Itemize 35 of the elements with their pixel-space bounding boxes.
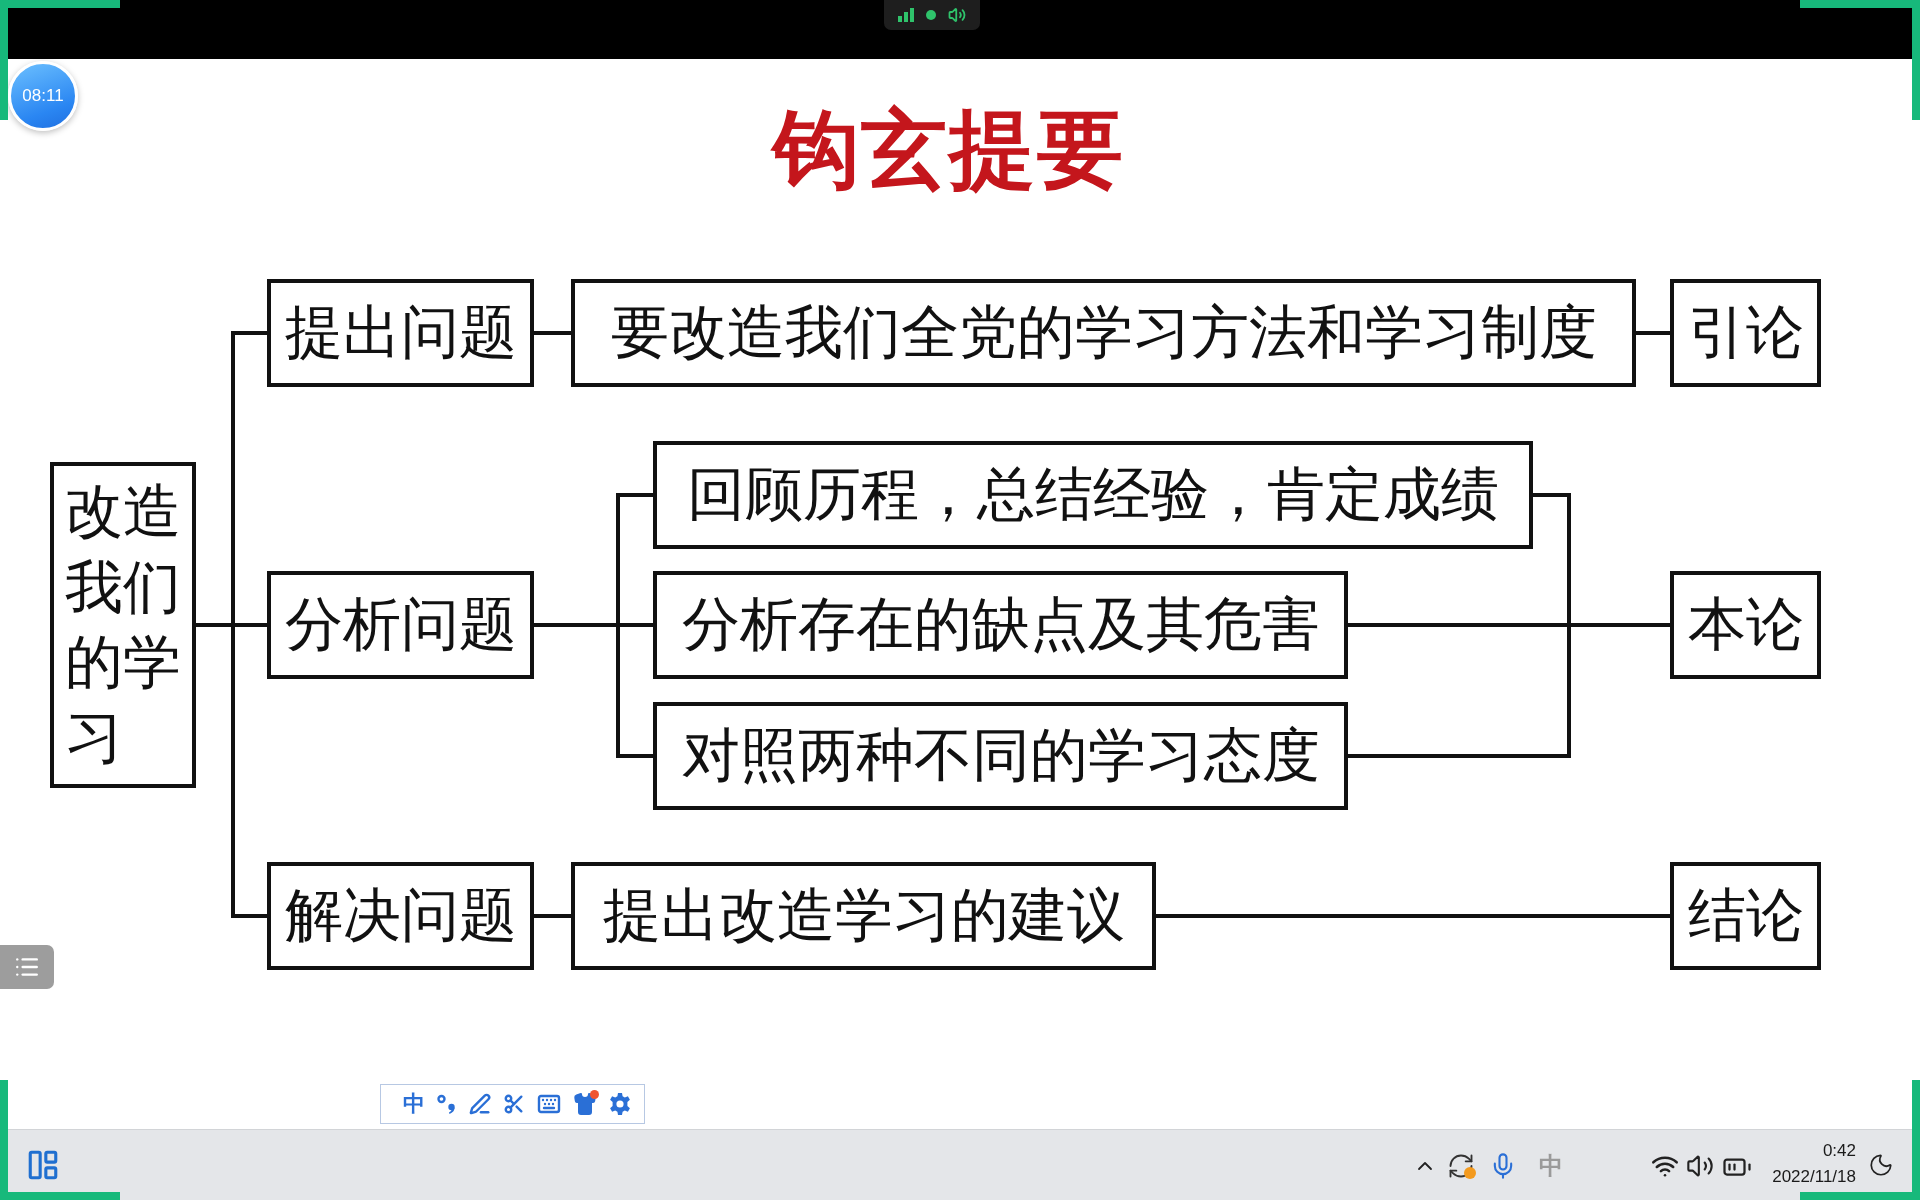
concept-label: 提出问题 <box>284 299 517 368</box>
concept-frame <box>571 279 1636 387</box>
concept-frame <box>267 279 534 387</box>
concept-label: 引论 <box>1687 299 1804 368</box>
concept-label: 提出改造学习的建议 <box>602 882 1125 951</box>
concept-frame <box>653 571 1348 679</box>
concept-label: 改造我们的学习 <box>65 478 181 773</box>
concept-frame <box>1670 571 1821 679</box>
connector-line <box>534 623 653 758</box>
concept-frame <box>653 702 1348 810</box>
concept-frame <box>50 462 196 788</box>
clock-date: 2022/11/18 <box>1772 1167 1856 1187</box>
connector-line <box>1348 623 1670 758</box>
connector-line <box>1156 914 1670 918</box>
concept-label: 分析问题 <box>284 591 517 660</box>
input-mode-indicator: 中 <box>1539 1154 1563 1178</box>
input-mode-text: 中 <box>403 1093 425 1115</box>
concept-frame <box>571 862 1156 970</box>
concept-frame <box>1670 279 1821 387</box>
timer-text: 08:11 <box>22 86 64 106</box>
concept-label: 本论 <box>1687 591 1804 660</box>
concept-label: 要改造我们全党的学习方法和学习制度 <box>610 299 1597 368</box>
concept-label: 回顾历程，总结经验，肯定成绩 <box>687 461 1499 530</box>
concept-label: 结论 <box>1687 882 1804 951</box>
clock-time: 0:42 <box>1822 1141 1856 1161</box>
connector-line <box>534 331 571 335</box>
concept-frame <box>267 571 534 679</box>
concept-frame <box>1670 862 1821 970</box>
connector-line <box>1636 331 1670 335</box>
connector-line <box>534 914 571 918</box>
concept-frame <box>653 441 1533 549</box>
concept-label: 对照两种不同的学习态度 <box>681 722 1320 791</box>
concept-frame <box>267 862 534 970</box>
concept-label: 分析存在的缺点及其危害 <box>681 591 1320 660</box>
concept-label: 解决问题 <box>284 882 517 951</box>
